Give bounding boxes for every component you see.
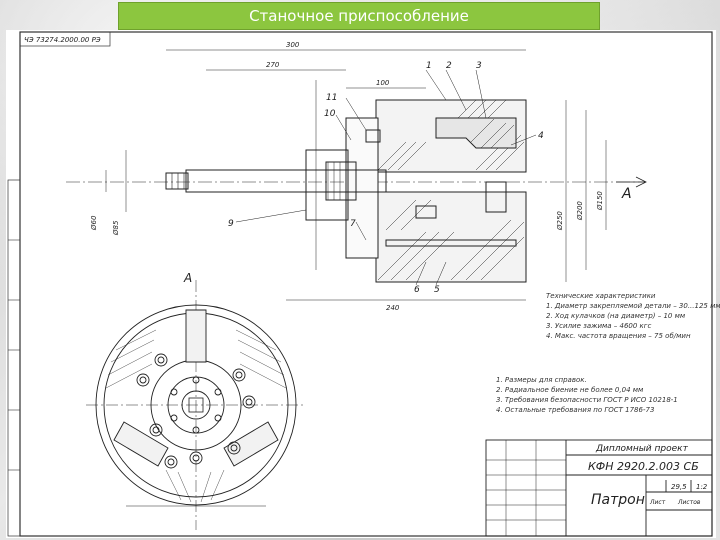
tech-req-2: 3. Требования безопасности ГОСТ Р ИСО 10…	[496, 396, 678, 404]
tb-doc-type: Дипломный проект	[595, 444, 689, 454]
callout-2: 2	[446, 61, 452, 71]
tech-note-0: Технические характеристики	[546, 292, 656, 300]
section-arrow-label: А	[621, 186, 632, 202]
callout-7: 7	[350, 219, 356, 229]
callout-3: 3	[476, 61, 482, 71]
callout-5: 5	[434, 285, 440, 295]
callout-11: 11	[326, 93, 337, 103]
callout-4: 4	[538, 131, 544, 141]
tech-note-4: 4. Макс. частота вращения – 75 об/мин	[546, 332, 691, 340]
tech-note-3: 3. Усилие зажима – 4600 кгс	[546, 322, 652, 330]
callout-10: 10	[324, 109, 336, 119]
tech-req-3: 4. Остальные требования по ГОСТ 1786-73	[496, 406, 655, 414]
dim-d150: Ø150	[596, 191, 604, 211]
tb-name: Патрон	[591, 492, 645, 508]
tech-note-1: 1. Диаметр закрепляемой детали – 30...12…	[546, 302, 720, 310]
dim-300: 300	[286, 41, 300, 49]
dim-270: 270	[266, 61, 280, 69]
engineering-drawing: ЧЭ 73274.2000.00 РЭ	[7, 31, 713, 537]
tech-req-1: 2. Радиальное биение не более 0,04 мм	[496, 386, 644, 394]
dim-240: 240	[386, 304, 400, 312]
dim-d200: Ø200	[576, 201, 584, 221]
slide-title-bar: Станочное приспособление	[118, 2, 600, 30]
tb-sheet: Лист	[649, 499, 666, 506]
dim-d250: Ø250	[556, 211, 564, 231]
front-view-a: А	[86, 271, 306, 530]
tb-code: КФН 2920.2.003 СБ	[588, 460, 699, 473]
tb-sheets: Листов	[677, 499, 701, 506]
slide-title: Станочное приспособление	[249, 7, 469, 25]
corner-stamp: ЧЭ 73274.2000.00 РЭ	[24, 36, 101, 44]
section-view	[66, 49, 646, 301]
callout-6: 6	[414, 285, 420, 295]
callout-9: 9	[228, 219, 234, 229]
view-a-label: А	[183, 271, 192, 285]
tech-req-0: 1. Размеры для справок.	[496, 376, 587, 384]
tb-mass: 29,5	[671, 483, 687, 491]
tech-note-2: 2. Ход кулачков (на диаметр) – 10 мм	[546, 312, 686, 320]
dim-d85: Ø85	[112, 220, 120, 236]
drawing-sheet: ЧЭ 73274.2000.00 РЭ	[6, 30, 720, 538]
callout-1: 1	[426, 61, 432, 71]
title-block	[485, 439, 713, 537]
dim-d60: Ø60	[90, 215, 98, 231]
tb-scale: 1:2	[696, 483, 708, 491]
dim-100: 100	[376, 79, 390, 87]
